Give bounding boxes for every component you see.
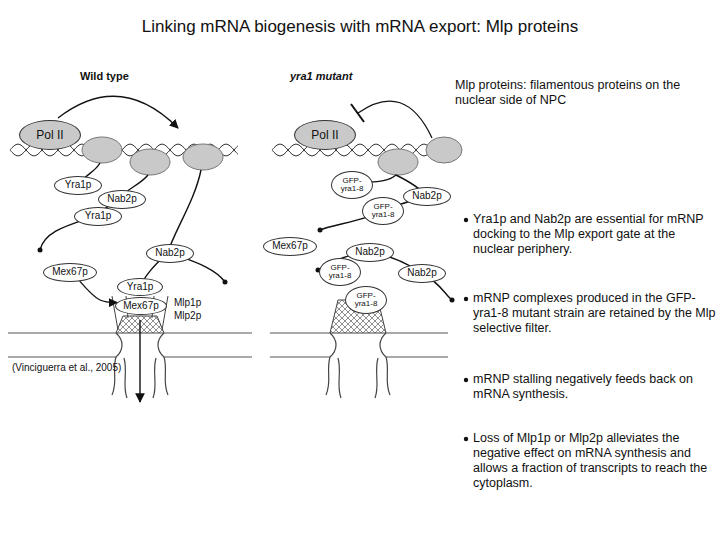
protein-name: Nab2p bbox=[355, 247, 384, 258]
protein-name: GFP- yra1-8 bbox=[336, 177, 368, 194]
nuclear-pore bbox=[112, 333, 390, 398]
note-text: Mlp proteins: filamentous proteins on th… bbox=[455, 78, 717, 108]
protein-oval: GFP- yra1-8 bbox=[319, 258, 361, 286]
note-text: Yra1p and Nab2p are essential for mRNP d… bbox=[473, 212, 718, 257]
protein-label: Mlp1p bbox=[174, 297, 224, 309]
protein-name: Nab2p bbox=[107, 194, 136, 205]
bullet-dot bbox=[464, 218, 468, 441]
protein-name: Nab2p bbox=[155, 248, 184, 259]
title: Linking mRNA biogenesis with mRNA export… bbox=[0, 17, 720, 37]
protein-oval: Mex67p bbox=[115, 297, 167, 315]
protein-oval: Mex67p bbox=[263, 237, 317, 256]
protein-oval: GFP- yra1-8 bbox=[362, 197, 404, 225]
protein-name: Mex67p bbox=[52, 267, 88, 278]
export-arrow bbox=[139, 320, 140, 402]
protein-oval: GFP- yra1-8 bbox=[345, 286, 387, 314]
protein-oval: Nab2p bbox=[403, 187, 451, 206]
protein-name: Yra1p bbox=[65, 180, 92, 191]
protein-name: Yra1p bbox=[85, 211, 112, 222]
protein-oval: Nab2p bbox=[98, 190, 146, 209]
polymerase bbox=[82, 137, 462, 175]
protein-oval: Mex67p bbox=[43, 263, 97, 282]
protein-label: Mlp2p bbox=[174, 310, 224, 322]
protein-name: Nab2p bbox=[407, 268, 436, 279]
note-text: mRNP complexes produced in the GFP-yra1-… bbox=[473, 291, 718, 336]
citation: (Vinciguerra et al., 2005) bbox=[12, 362, 172, 374]
protein-name: GFP- yra1-8 bbox=[324, 264, 356, 281]
panel-heading: yra1 mutant bbox=[290, 70, 400, 83]
note-text: Loss of Mlp1p or Mlp2p alleviates the ne… bbox=[473, 431, 718, 491]
protein-name: Pol II bbox=[36, 129, 63, 142]
mrna-strand bbox=[40, 163, 452, 300]
protein-oval: Nab2p bbox=[146, 244, 194, 263]
protein-name: Pol II bbox=[311, 129, 338, 142]
protein-name: Nab2p bbox=[412, 191, 441, 202]
protein-name: Mex67p bbox=[272, 241, 308, 252]
polymerase-oval: Pol II bbox=[294, 120, 356, 150]
protein-oval: Yra1p bbox=[54, 176, 102, 195]
protein-name: Yra1p bbox=[127, 282, 154, 293]
mrna-cap bbox=[38, 228, 455, 303]
protein-oval: Nab2p bbox=[346, 243, 394, 262]
protein-name: Mex67p bbox=[123, 301, 159, 312]
protein-oval: Yra1p bbox=[74, 207, 122, 226]
protein-name: GFP- yra1-8 bbox=[367, 203, 399, 220]
panel-heading: Wild type bbox=[80, 70, 170, 83]
protein-oval: Nab2p bbox=[398, 264, 446, 283]
nuclear-envelope bbox=[8, 333, 448, 357]
protein-name: GFP- yra1-8 bbox=[350, 292, 382, 309]
polymerase-oval: Pol II bbox=[19, 120, 81, 150]
binding-arrow bbox=[80, 281, 118, 303]
progress-arrow bbox=[58, 96, 178, 128]
note-text: mRNP stalling negatively feeds back on m… bbox=[473, 372, 718, 402]
protein-oval: Yra1p bbox=[117, 278, 163, 296]
protein-oval: GFP- yra1-8 bbox=[331, 171, 373, 199]
inhibition-bar bbox=[351, 104, 364, 122]
inhibition-arrow bbox=[358, 101, 432, 138]
